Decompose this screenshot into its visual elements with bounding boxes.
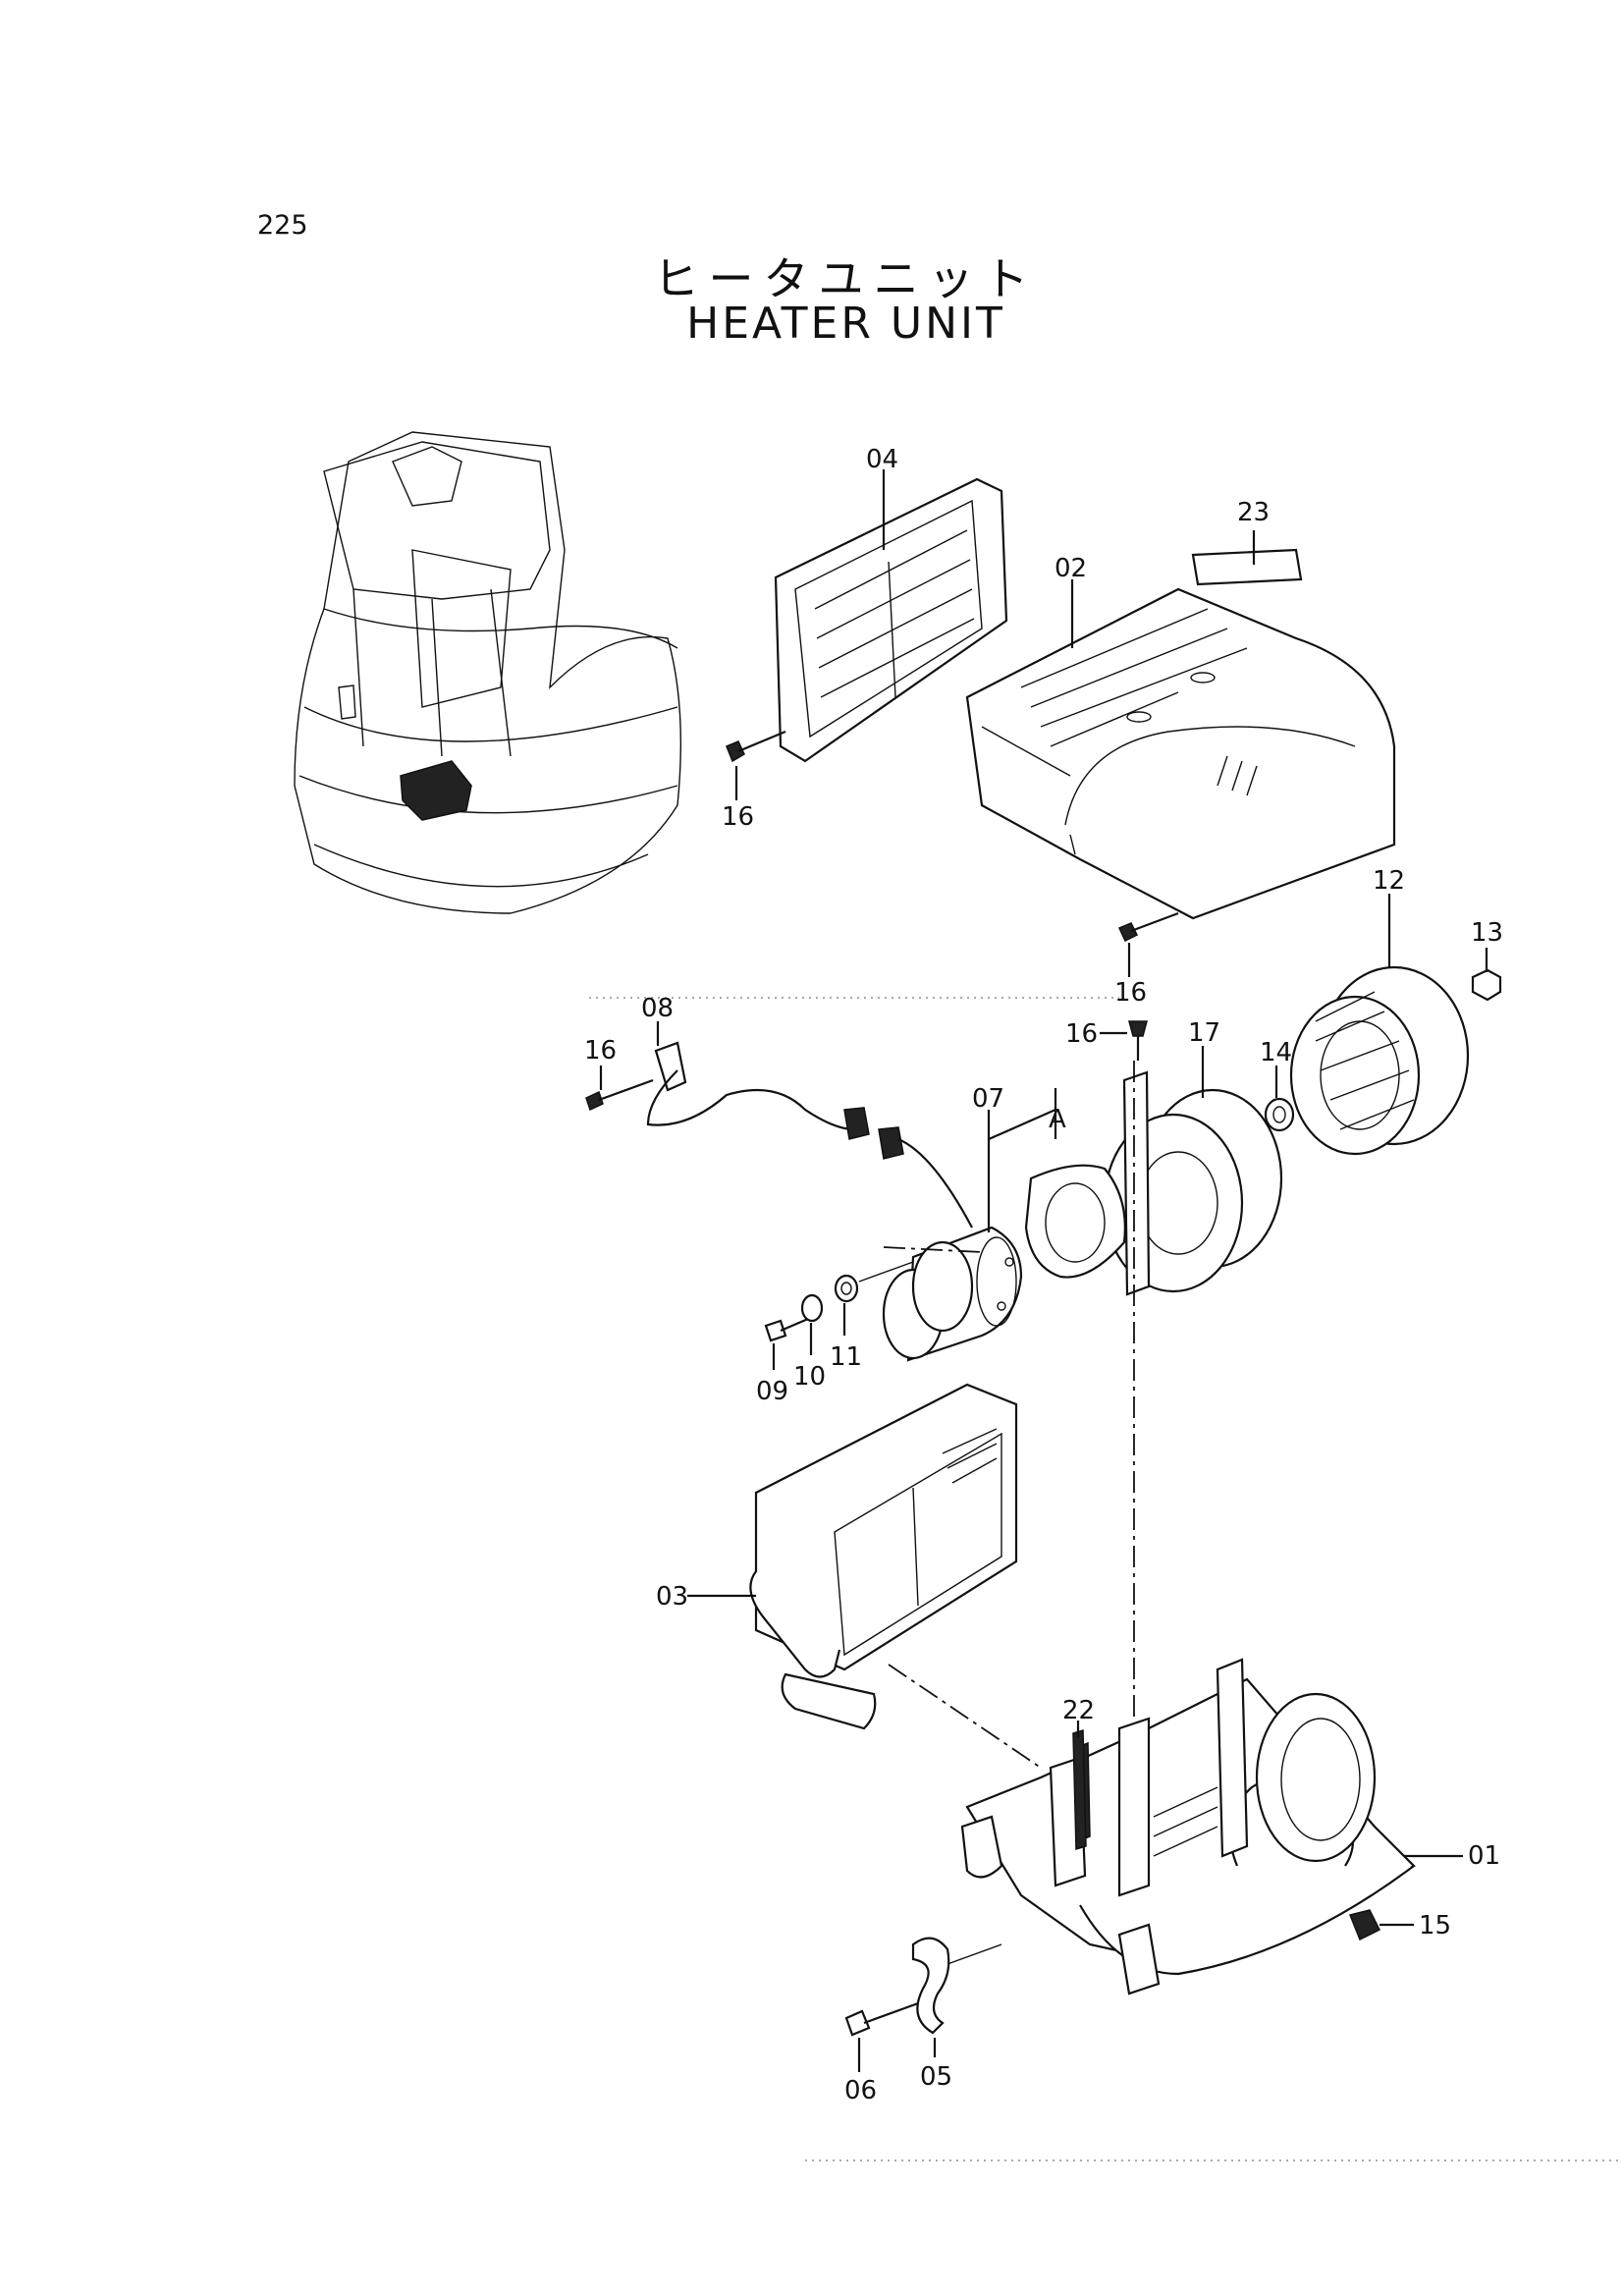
callout-09: 09 [756, 1377, 788, 1406]
callout-05: 05 [920, 2062, 952, 2092]
callout-22: 22 [1062, 1696, 1095, 1725]
part-03-heater-core [687, 1383, 1018, 1730]
assembly-line [883, 1246, 983, 1253]
part-06-bolt [844, 2001, 919, 2072]
part-16-screw [1117, 911, 1179, 977]
part-10-spacer [800, 1293, 824, 1355]
callout-16-filter-screw: 16 [722, 802, 754, 832]
callout-11: 11 [830, 1342, 862, 1372]
title-english: HEATER UNIT [686, 299, 1005, 349]
part-09-bolt [764, 1314, 816, 1370]
callout-12: 12 [1373, 866, 1405, 896]
part-07-blower-motor [882, 1088, 1057, 1362]
callout-02: 02 [1055, 554, 1087, 583]
part-02-cover [965, 579, 1396, 920]
part-04-filter [774, 469, 1008, 763]
part-23-label [1191, 530, 1303, 586]
assembly-line [888, 1664, 1042, 1769]
part-16-screw [726, 730, 786, 800]
callout-17: 17 [1188, 1018, 1220, 1048]
part-05-clamp [911, 1937, 1002, 2057]
part-22-seal [1072, 1721, 1087, 1851]
part-17-fan-casing [1103, 1046, 1283, 1296]
part-14-washer [1264, 1066, 1295, 1132]
callout-16-casing-screw: 16 [1065, 1019, 1098, 1049]
callout-06: 06 [844, 2076, 877, 2105]
machine-overview-illustration [294, 431, 682, 914]
callout-03: 03 [656, 1582, 688, 1612]
callout-15: 15 [1419, 1911, 1451, 1941]
callout-13: 13 [1471, 918, 1503, 948]
callout-labels: 01 02 03 04 05 06 07 08 09 10 11 12 13 1… [584, 445, 1503, 2105]
page-number: 225 [257, 210, 308, 241]
part-16-screw [1100, 1020, 1148, 1061]
part-15-grommet [1348, 1909, 1414, 1941]
part-01-heater-case [960, 1658, 1463, 1995]
part-gasket-a [1024, 1164, 1126, 1279]
callout-01: 01 [1468, 1841, 1500, 1871]
callout-23: 23 [1237, 498, 1270, 527]
callout-14: 14 [1260, 1038, 1292, 1067]
title-japanese: ヒータユニット [653, 252, 1039, 305]
part-12-blower-fan [1289, 894, 1470, 1156]
part-11-nut [834, 1261, 914, 1336]
callout-16-cover-screw: 16 [1114, 978, 1147, 1008]
callout-10: 10 [793, 1362, 826, 1392]
callout-16-harness-screw: 16 [584, 1036, 617, 1066]
part-13-nut [1471, 948, 1502, 1002]
view-label-a: A [1049, 1105, 1066, 1134]
part-16-screw [585, 1066, 654, 1112]
callout-07: 07 [972, 1084, 1004, 1114]
callout-08: 08 [641, 994, 674, 1023]
callout-04: 04 [866, 445, 898, 474]
part-08-harness [646, 1021, 973, 1229]
